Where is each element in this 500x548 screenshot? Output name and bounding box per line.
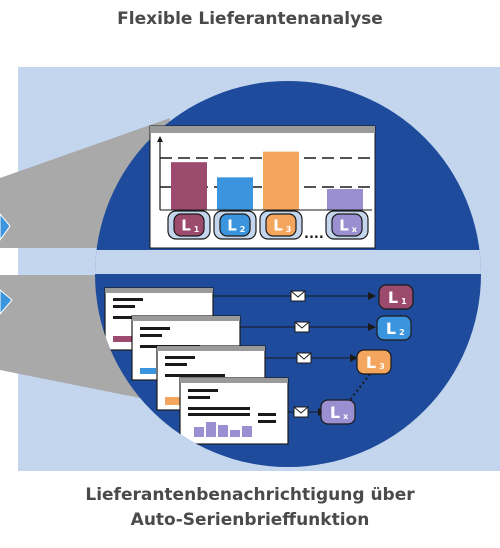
- bar-L1: [171, 162, 207, 210]
- envelope-icon-4: [293, 406, 309, 418]
- cube-icon-1: [0, 213, 11, 241]
- diagram-caption: Lieferantenbenachrichtigung über Auto-Se…: [0, 483, 500, 533]
- envelope-icon-2: [294, 321, 310, 333]
- caption-line-1: Lieferantenbenachrichtigung über: [85, 485, 415, 505]
- chart-label-L2-label: L: [227, 217, 237, 235]
- chart-label-Lx-label: L: [339, 217, 349, 235]
- supplier-badge-Lx-label: L: [330, 403, 340, 422]
- supplier-badge-L3-subscript: 3: [379, 362, 385, 371]
- supplier-badge-Lx-subscript: x: [343, 412, 349, 421]
- connectors: [213, 290, 376, 418]
- caption-line-2: Auto-Serienbrieffunktion: [130, 510, 370, 530]
- chart-ellipsis: ....: [304, 227, 324, 242]
- envelope-icon-1: [290, 290, 306, 302]
- supplier-badge-L1-label: L: [388, 288, 398, 307]
- bar-Lx: [327, 189, 363, 210]
- chart-label-L2-subscript: 2: [240, 225, 246, 234]
- chart-top-bar: [150, 126, 375, 133]
- chart-label-L1-subscript: 1: [194, 225, 200, 234]
- chart-label-L1-label: L: [181, 217, 191, 235]
- cube-icon-2: [0, 289, 13, 315]
- supplier-badge-L2-label: L: [386, 319, 396, 338]
- bar-L3: [263, 151, 299, 210]
- chart-label-L3-label: L: [273, 217, 283, 235]
- document-stack: [104, 287, 289, 445]
- dotted-link: [349, 373, 371, 401]
- chart-label-Lx-subscript: x: [352, 225, 358, 234]
- document-4: [179, 377, 289, 445]
- supplier-badge-L1-subscript: 1: [401, 297, 407, 306]
- diagram-title: Flexible Lieferantenanalyse: [117, 9, 383, 29]
- chart-axis-arrow: [157, 136, 163, 142]
- bar-L2: [217, 177, 253, 210]
- envelope-icon-3: [296, 352, 312, 364]
- supplier-badge-L2-subscript: 2: [399, 328, 405, 337]
- supplier-badge-L3-label: L: [366, 353, 376, 372]
- circle-divider: [95, 250, 481, 274]
- chart-label-L3-subscript: 3: [286, 225, 292, 234]
